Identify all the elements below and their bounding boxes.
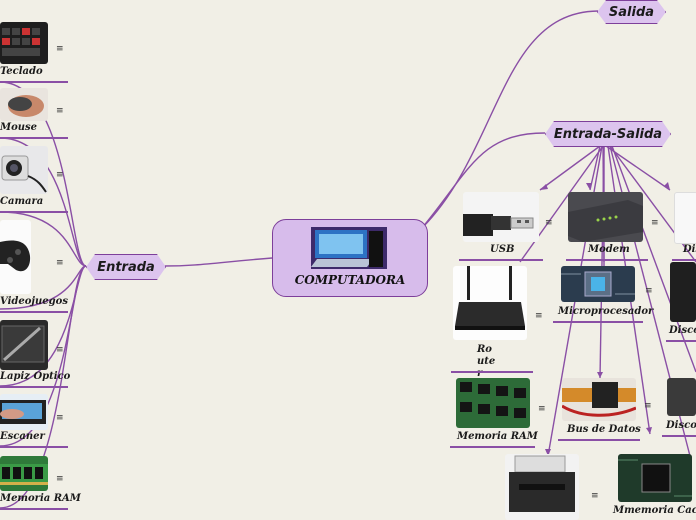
item-underline bbox=[672, 259, 696, 261]
item-menu-icon[interactable]: ≡ bbox=[56, 106, 64, 116]
ram-icon bbox=[456, 378, 530, 428]
item-menu-icon[interactable]: ≡ bbox=[56, 258, 64, 268]
item-underline bbox=[666, 340, 696, 342]
item-label: Router bbox=[477, 344, 496, 379]
item-underline bbox=[0, 311, 68, 313]
router-icon bbox=[453, 266, 527, 340]
item-menu-icon[interactable]: ≡ bbox=[56, 44, 64, 54]
disk-icon bbox=[674, 192, 696, 244]
item-underline bbox=[451, 371, 533, 373]
ram-icon bbox=[0, 456, 48, 491]
item-label: Mmemoria Cache bbox=[613, 505, 696, 516]
item-label: Escaner bbox=[0, 431, 45, 442]
usb-icon bbox=[463, 192, 539, 242]
tablet-pen-icon bbox=[0, 320, 48, 370]
item-menu-icon[interactable]: ≡ bbox=[56, 345, 64, 355]
item-label: Videojuegos bbox=[0, 296, 68, 307]
branch-salida-label: Salida bbox=[608, 4, 655, 20]
disk-icon bbox=[667, 378, 696, 416]
gamepad-icon bbox=[0, 220, 31, 294]
keyboard-icon bbox=[0, 22, 48, 64]
item-label: Teclado bbox=[0, 66, 43, 77]
webcam-icon bbox=[0, 146, 48, 194]
branch-entrada-salida[interactable]: Entrada-Salida bbox=[545, 121, 671, 147]
central-node-computadora[interactable]: COMPUTADORA bbox=[272, 219, 428, 297]
branch-entrada-salida-label: Entrada-Salida bbox=[553, 126, 663, 142]
item-menu-icon[interactable]: ≡ bbox=[56, 413, 64, 423]
item-label: Lapiz Optico bbox=[0, 371, 71, 382]
item-menu-icon[interactable]: ≡ bbox=[56, 170, 64, 180]
cable-icon bbox=[562, 378, 636, 421]
laptop-icon bbox=[311, 227, 387, 269]
item-menu-icon[interactable]: ≡ bbox=[645, 286, 653, 296]
mouse-icon bbox=[0, 88, 48, 121]
item-label: Mouse bbox=[0, 122, 38, 133]
item-menu-icon[interactable]: ≡ bbox=[651, 218, 659, 228]
item-label: Camara bbox=[0, 196, 44, 207]
item-menu-icon[interactable]: ≡ bbox=[538, 404, 546, 414]
item-menu-icon[interactable]: ≡ bbox=[56, 474, 64, 484]
cpu-icon bbox=[561, 266, 635, 302]
branch-entrada-label: Entrada bbox=[97, 259, 155, 275]
scanner-icon bbox=[0, 394, 48, 430]
item-underline bbox=[662, 435, 696, 437]
item-label: Discos bbox=[666, 420, 696, 431]
item-label: Disco bbox=[669, 325, 696, 336]
item-underline bbox=[0, 508, 68, 510]
item-label: Bus de Datos bbox=[567, 424, 641, 435]
item-underline bbox=[566, 259, 648, 261]
item-underline bbox=[0, 137, 68, 139]
item-menu-icon[interactable]: ≡ bbox=[591, 491, 599, 501]
item-label: USB bbox=[490, 244, 515, 255]
chip-icon bbox=[618, 454, 692, 502]
disk-icon bbox=[670, 262, 696, 322]
item-menu-icon[interactable]: ≡ bbox=[644, 401, 652, 411]
item-label: Modem bbox=[588, 244, 630, 255]
item-label: Memoria RAM bbox=[457, 431, 538, 442]
branch-entrada[interactable]: Entrada bbox=[86, 254, 166, 280]
item-label: Disco bbox=[683, 244, 696, 255]
branch-salida[interactable]: Salida bbox=[597, 0, 666, 24]
item-underline bbox=[0, 211, 68, 213]
item-underline bbox=[553, 321, 643, 323]
item-underline bbox=[0, 81, 68, 83]
item-underline bbox=[0, 386, 68, 388]
item-menu-icon[interactable]: ≡ bbox=[545, 218, 553, 228]
modem-icon bbox=[568, 192, 643, 242]
item-underline bbox=[0, 446, 68, 448]
item-label: Memoria RAM bbox=[0, 493, 81, 504]
item-underline bbox=[558, 439, 640, 441]
item-menu-icon[interactable]: ≡ bbox=[535, 311, 543, 321]
printer-icon bbox=[505, 454, 579, 520]
item-underline bbox=[459, 259, 543, 261]
item-label: Microprocesador bbox=[558, 306, 654, 317]
item-underline bbox=[450, 446, 535, 448]
central-title: COMPUTADORA bbox=[294, 273, 406, 287]
